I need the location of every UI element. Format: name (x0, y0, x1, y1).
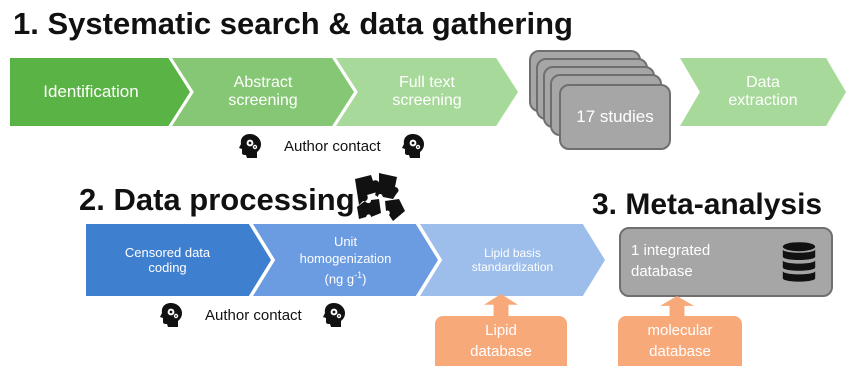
author-contact-row-2: Author contact (159, 302, 348, 328)
step-lipid-basis-standardization-label: Lipid basis standardization (471, 246, 554, 274)
molecular-up-arrow (660, 296, 694, 318)
unit-label-exponent: -1 (354, 269, 363, 280)
step-abstract-screening-label: Abstract screening (228, 74, 298, 109)
step-data-extraction: Data extraction (680, 58, 846, 126)
section1-title: 1. Systematic search & data gathering (13, 6, 573, 41)
step-lipid-basis-standardization: Lipid basis standardization (420, 224, 605, 296)
step-censored-data-coding: Censored data coding (86, 224, 271, 296)
step-identification-label: Identification (43, 82, 139, 101)
step-abstract-screening: Abstract screening (172, 58, 354, 126)
author-contact-label-2: Author contact (205, 306, 302, 324)
studies-label: 17 studies (576, 107, 654, 126)
integrated-database-box: 1 integrated database (619, 227, 833, 297)
unit-label-close: ) (362, 271, 367, 287)
author-contact-row-1: Author contact (238, 133, 427, 159)
section2-title: 2. Data processing (79, 182, 355, 217)
integrated-database-label: 1 integrated database (631, 242, 711, 280)
database-icon (782, 242, 816, 282)
lipid-up-arrow (484, 294, 518, 318)
step-identification: Identification (10, 58, 190, 126)
section3-title: 3. Meta-analysis (592, 188, 823, 221)
molecular-database-box: molecular database (618, 316, 742, 366)
step-full-text-screening: Full text screening (336, 58, 518, 126)
step-unit-homogenization-label: Unit homogenization (299, 233, 392, 266)
lipid-database-label: Lipid database (470, 322, 532, 360)
puzzle-icon (355, 173, 405, 221)
step-data-extraction-label: Data extraction (728, 74, 798, 109)
head-gears-icon (322, 303, 345, 327)
unit-label-open: (ng g (324, 271, 355, 287)
molecular-database-label: molecular database (647, 322, 713, 360)
step-unit-homogenization-text: Unit homogenization (ng g-1) (291, 233, 401, 287)
head-gears-icon (401, 134, 424, 158)
step-censored-data-coding-label: Censored data coding (124, 245, 211, 275)
study-card-front: 17 studies (559, 84, 671, 150)
lipid-database-box: Lipid database (435, 316, 567, 366)
head-gears-icon (160, 303, 182, 327)
step-unit-homogenization: Unit homogenization (ng g-1) (253, 224, 438, 296)
step-full-text-screening-label: Full text screening (392, 74, 462, 109)
unit-label: (ng g-1) (291, 267, 401, 287)
head-gears-icon (239, 134, 261, 158)
author-contact-label-1: Author contact (284, 137, 381, 155)
